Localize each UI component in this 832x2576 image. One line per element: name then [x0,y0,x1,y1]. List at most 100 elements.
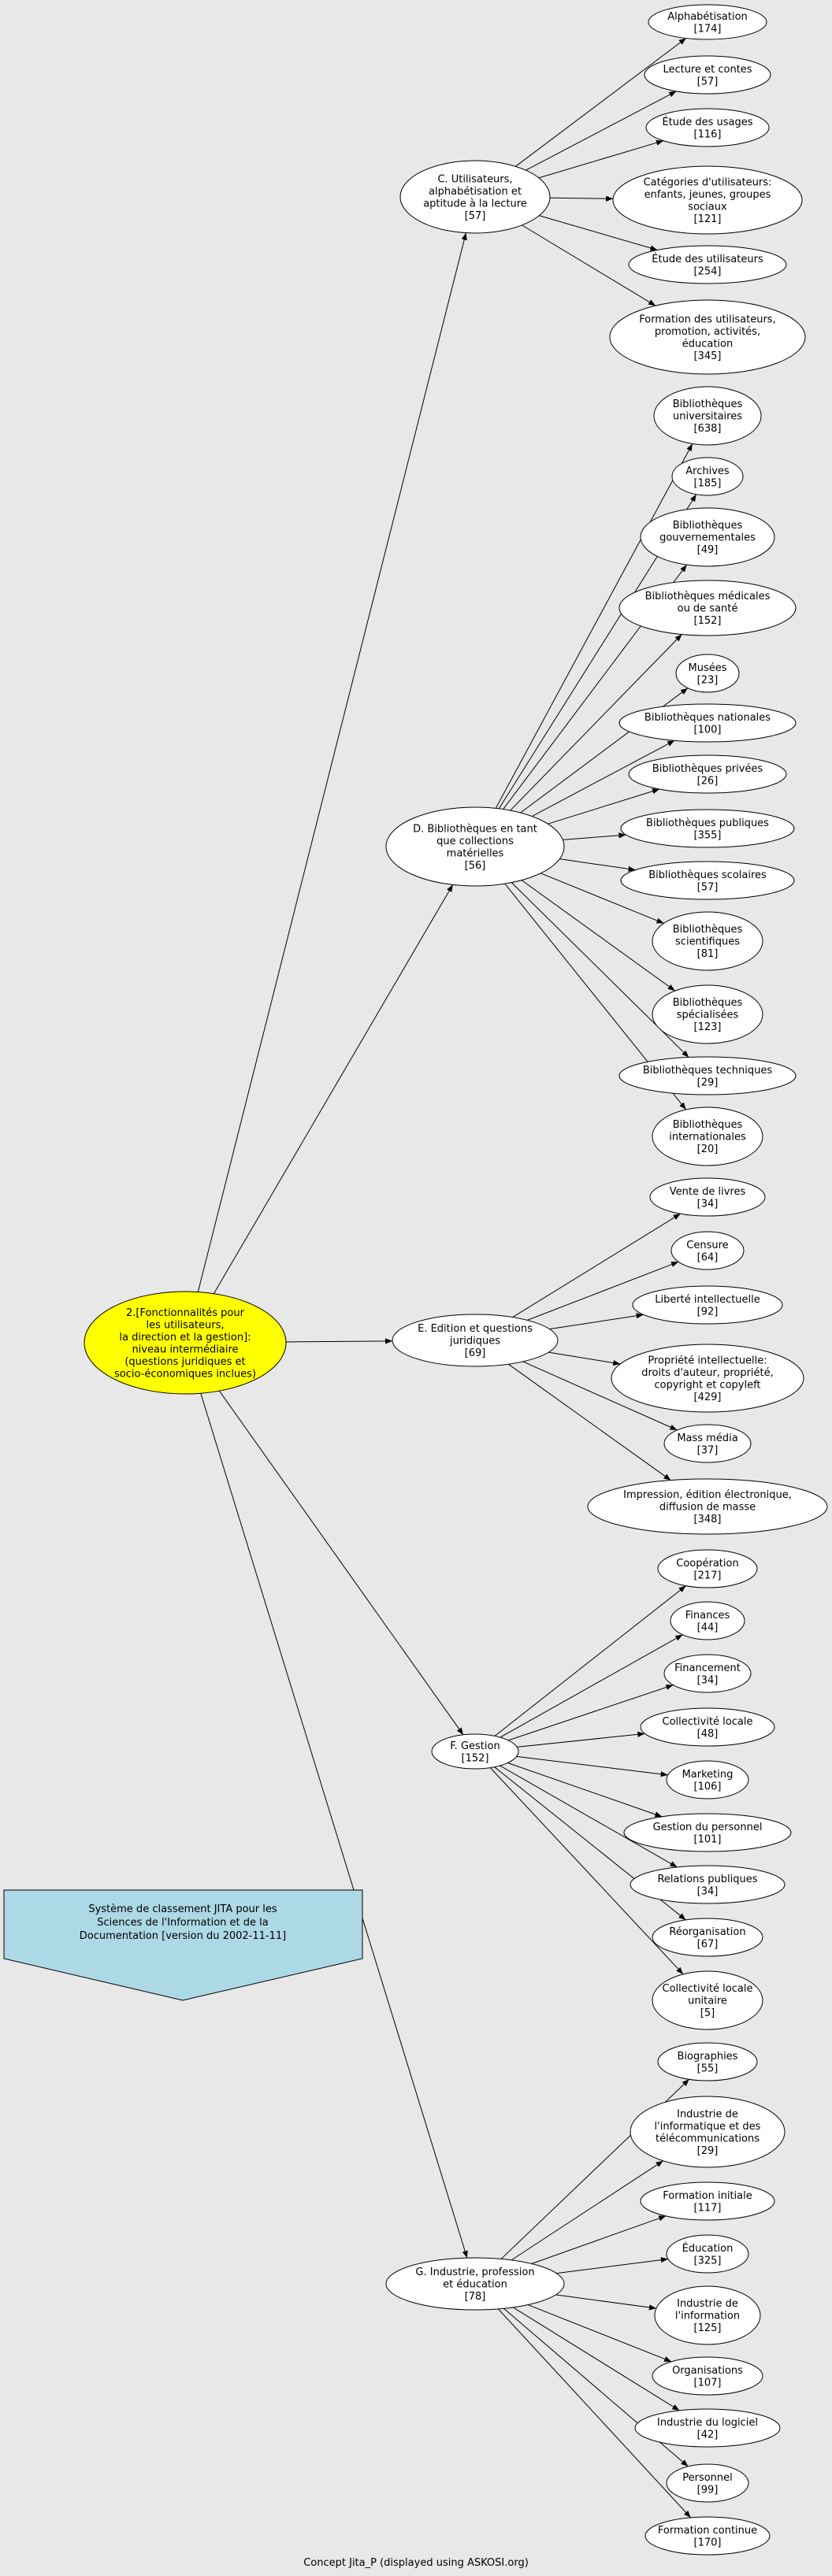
concept-node-cooperation[interactable]: Coopération[217] [657,1549,758,1588]
concept-node-censure[interactable]: Censure[64] [670,1231,745,1270]
concept-node-archives-ellipse [671,457,744,496]
concept-node-gestion-du-personnel-label: Gestion du personnel[101] [653,1822,763,1846]
concept-node-bibliotheques-privees-ellipse [628,754,787,794]
edge-f-to-child-1 [494,1585,686,1736]
concept-node-musees[interactable]: Musées[23] [675,654,740,693]
concept-node-industrie-du-logiciel[interactable]: Industrie du logiciel[42] [634,2408,781,2448]
concept-node-formation-des-utilisateurs-ellipse [609,299,806,375]
concept-node-finances[interactable]: Finances[44] [670,1601,745,1640]
concept-node-organisations-label: Organisations[107] [672,2365,743,2389]
concept-node-formation-initiale[interactable]: Formation initiale[117] [640,2181,775,2221]
edge-c-to-child-6 [522,224,656,306]
concept-node-bibliotheques-nationales-label: Bibliothèques nationales[100] [644,712,771,736]
concept-node-bibliotheques-publiques[interactable]: Bibliothèques publiques[355] [620,809,795,848]
concept-node-bibliotheques-privees[interactable]: Bibliothèques privées[26] [628,754,787,794]
concept-node-marketing-ellipse [666,1760,749,1799]
edge-e-to-child-3 [549,1313,644,1330]
concept-node-bibliotheques-nationales[interactable]: Bibliothèques nationales[100] [618,703,797,743]
concept-node-industrie-du-logiciel-label: Industrie du logiciel[42] [657,2417,758,2441]
edge-f-to-child-6 [507,1762,663,1818]
concept-node-bibliotheques-scolaires[interactable]: Bibliothèques scolaires[57] [620,861,795,900]
concept-node-lecture-et-contes[interactable]: Lecture et contes[57] [644,55,771,95]
concept-node-censure-label: Censure[64] [686,1240,728,1264]
concept-node-etude-des-usages[interactable]: Étude des usages[116] [645,108,770,147]
concept-node-reorganisation-label: Réorganisation[67] [669,1926,745,1951]
concept-node-relations-publiques-ellipse [630,1865,786,1904]
edge-root-to-e [285,1338,393,1344]
concept-node-marketing[interactable]: Marketing[106] [666,1760,749,1799]
concept-node-financement[interactable]: Financement[34] [663,1654,752,1693]
concept-node-bibliotheques-ellipse [652,1106,763,1166]
concept-node-propriete-intellectuelle[interactable]: Propriété intellectuelle:droits d'auteur… [611,1344,804,1413]
concept-node-formation-continue-ellipse [644,2516,771,2556]
concept-node-vente-de-livres-label: Vente de livres[34] [670,1186,746,1210]
concept-node-categories-d-utilisateurs-ellipse [612,165,803,235]
concept-node-bibliotheques-ellipse [652,911,763,971]
concept-node-education[interactable]: Éducation[325] [666,2234,749,2274]
concept-node-marketing-label: Marketing[106] [682,1769,734,1793]
concept-node-organisations[interactable]: Organisations[107] [652,2356,763,2396]
concept-node-etude-des-utilisateurs[interactable]: Étude des utilisateurs[254] [628,245,787,284]
edge-d-to-child-6 [532,739,675,817]
concept-node-finances-label: Finances[44] [685,1610,730,1634]
concept-node-bibliotheques-ellipse [653,386,762,446]
edge-d-to-child-8 [563,832,626,840]
root-node-ellipse [84,1291,287,1395]
concept-node-bibliotheques-ellipse [652,984,763,1044]
concept-node-relations-publiques[interactable]: Relations publiques[34] [630,1865,786,1904]
concept-node-biographies[interactable]: Biographies[55] [657,2042,758,2081]
edge-f-to-child-9 [489,1767,684,1975]
edge-f-to-child-4 [517,1731,645,1748]
concept-node-gestion-du-personnel[interactable]: Gestion du personnel[101] [623,1813,792,1852]
edge-d-to-child-7 [548,788,660,825]
concept-node-etude-des-utilisateurs-ellipse [628,245,787,284]
concept-node-industrie-de-ellipse [654,2285,761,2345]
category-node-f[interactable]: F. Gestion[152] [431,1733,519,1770]
edge-root-to-c [197,232,467,1292]
concept-node-archives[interactable]: Archives[185] [671,457,744,496]
concept-node-personnel[interactable]: Personnel[99] [666,2463,749,2503]
edge-f-to-child-3 [507,1685,674,1741]
concept-node-collectivite-locale[interactable]: Collectivité locale[48] [640,1707,775,1747]
concept-node-bibliotheques-techniques[interactable]: Bibliothèques techniques[29] [618,1056,797,1095]
concept-node-formation-des-utilisateurs-label: Formation des utilisateurs,promotion, ac… [639,313,775,362]
concept-node-musees-ellipse [675,654,740,693]
concept-node-education-label: Éducation[325] [682,2242,734,2267]
concept-node-mass-media-label: Mass média[37] [677,1433,737,1457]
concept-node-mass-media[interactable]: Mass média[37] [663,1424,752,1463]
edge-f-to-child-7 [500,1765,678,1868]
concept-node-bibliotheques-techniques-ellipse [618,1056,797,1095]
edge-g-to-child-7 [512,2307,680,2411]
concept-node-liberte-intellectuelle[interactable]: Liberté intellectuelle[92] [632,1285,783,1325]
concept-node-formation-continue[interactable]: Formation continue[170] [644,2516,771,2556]
concept-node-censure-ellipse [670,1231,745,1270]
concept-node-impression-edition-electronique[interactable]: Impression, édition électronique,diffusi… [587,1478,828,1535]
concept-node-reorganisation[interactable]: Réorganisation[67] [652,1918,763,1957]
concept-node-vente-de-livres[interactable]: Vente de livres[34] [649,1177,766,1217]
concept-node-alphabetisation[interactable]: Alphabétisation[174] [648,4,767,40]
concept-node-categories-d-utilisateurs[interactable]: Catégories d'utilisateurs:enfants, jeune… [612,165,803,235]
concept-node-formation-des-utilisateurs[interactable]: Formation des utilisateurs,promotion, ac… [609,299,806,375]
edge-e-to-child-1 [512,1213,681,1318]
concept-node-bibliotheques-ellipse [640,507,775,567]
edge-g-to-child-4 [556,2257,668,2274]
concept-node-alphabetisation-label: Alphabétisation[174] [667,11,748,35]
